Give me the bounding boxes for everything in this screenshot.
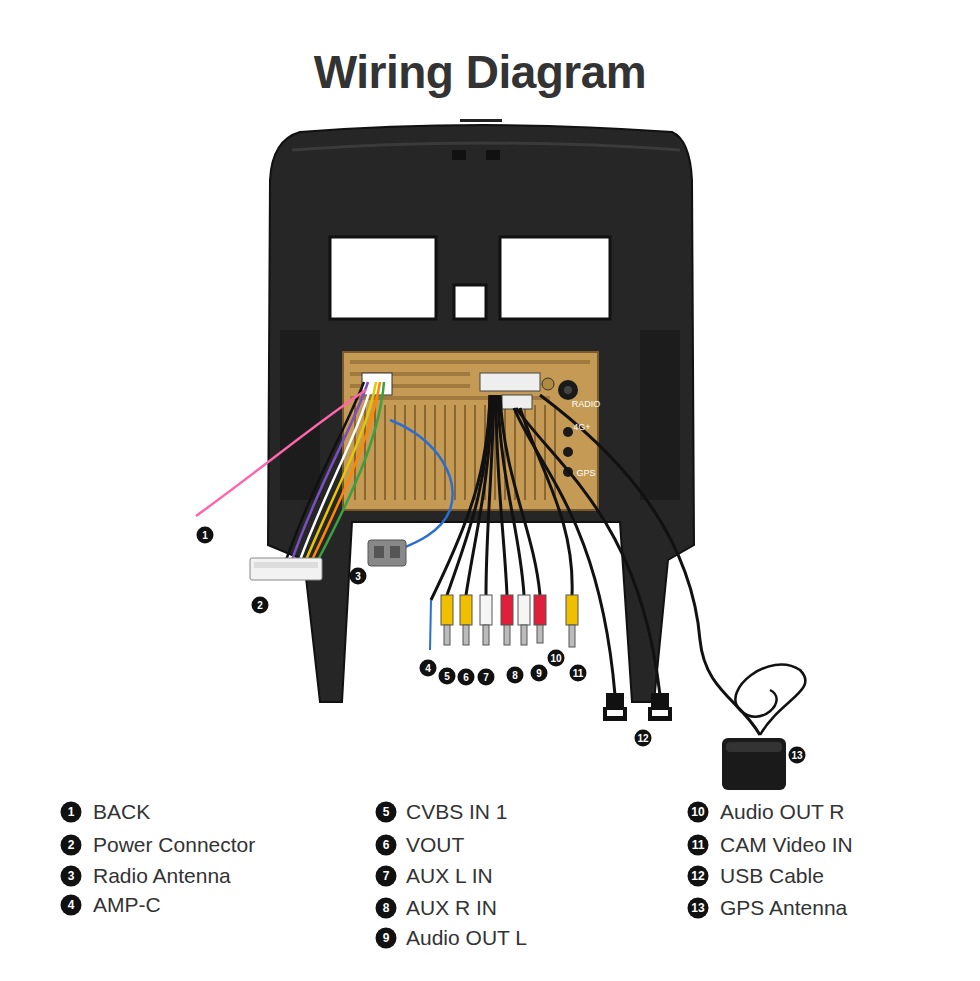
legend-number: 7: [376, 866, 397, 887]
legend-text: AUX R IN: [406, 896, 497, 920]
legend-text: CVBS IN 1: [406, 800, 508, 824]
legend-text: Audio OUT R: [720, 800, 845, 824]
legend-number: 5: [376, 802, 397, 823]
port-label: GPS: [576, 468, 595, 478]
legend-text: Audio OUT L: [406, 926, 527, 950]
callout-number: 9: [531, 665, 548, 682]
legend-number: 8: [376, 898, 397, 919]
callout-number: 4: [420, 660, 437, 677]
callout-number: 5: [439, 668, 456, 685]
diagram-title: Wiring Diagram: [314, 45, 647, 99]
legend-text: BACK: [93, 800, 150, 824]
legend-number: 13: [688, 898, 709, 919]
legend-text: AMP-C: [93, 893, 161, 917]
legend-text: USB Cable: [720, 864, 824, 888]
port-label: RADIO: [572, 399, 601, 409]
callout-number: 12: [635, 730, 652, 747]
legend-text: Power Connector: [93, 833, 255, 857]
legend-text: AUX L IN: [406, 864, 493, 888]
callout-number: 11: [570, 665, 587, 682]
legend-number: 3: [61, 866, 82, 887]
legend-number: 1: [61, 802, 82, 823]
callout-number: 2: [252, 597, 269, 614]
legend-number: 6: [376, 835, 397, 856]
legend-number: 10: [688, 802, 709, 823]
legend-text: VOUT: [406, 833, 464, 857]
callout-number: 3: [350, 568, 367, 585]
legend-number: 12: [688, 866, 709, 887]
callout-number: 6: [458, 669, 475, 686]
legend-number: 2: [61, 835, 82, 856]
callout-number: 1: [197, 527, 214, 544]
legend-text: Radio Antenna: [93, 864, 231, 888]
legend-number: 9: [376, 928, 397, 949]
callout-number: 8: [507, 667, 524, 684]
legend-text: GPS Antenna: [720, 896, 847, 920]
legend-text: CAM Video IN: [720, 833, 853, 857]
legend-number: 4: [61, 895, 82, 916]
callout-number: 10: [548, 650, 565, 667]
callout-number: 13: [789, 747, 806, 764]
callout-number: 7: [478, 669, 495, 686]
port-label: 4G+: [573, 422, 590, 432]
legend-number: 11: [688, 835, 709, 856]
